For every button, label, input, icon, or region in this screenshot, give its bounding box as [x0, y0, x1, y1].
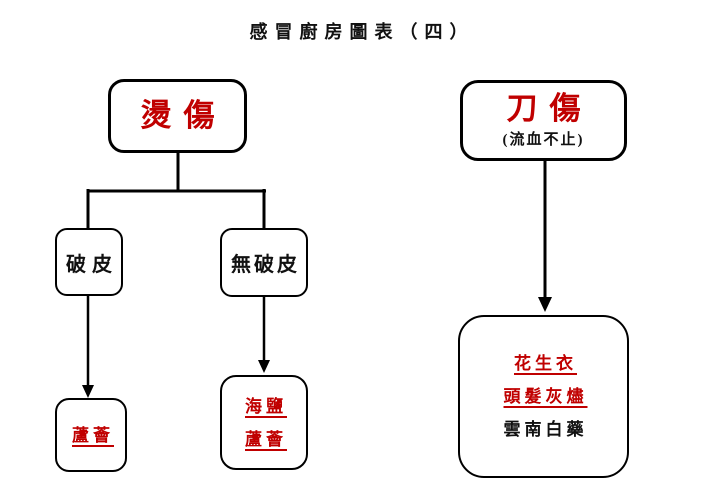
connector-tangshang-split: [86, 152, 266, 228]
arrow-wupopi-to-haiyan: [258, 297, 270, 373]
node-scald-root: 燙傷: [108, 79, 247, 153]
node-cut-subtitle: (流血不止): [502, 132, 585, 149]
remedy-aloe-label: 蘆薈: [72, 425, 114, 445]
arrow-daoshang-to-remedies: [538, 161, 552, 312]
node-cut-remedies: 花生衣 頭髮灰燼 雲南白藥: [458, 315, 629, 478]
remedy-aloe2-label: 蘆薈: [245, 429, 287, 449]
remedy-peanut-skin-label: 花生衣: [514, 354, 577, 373]
node-cut-label: 刀傷: [506, 90, 593, 126]
node-broken-skin: 破皮: [55, 228, 123, 296]
remedy-yunnan-baiyao-label: 雲南白藥: [503, 420, 588, 439]
node-remedy-aloe: 蘆薈: [55, 398, 127, 472]
node-unbroken-skin-label: 無破皮: [231, 254, 300, 276]
node-remedy-seasalt-aloe: 海鹽 蘆薈: [220, 375, 308, 470]
arrow-popi-to-luhui: [82, 296, 94, 398]
node-scald-label: 燙傷: [140, 97, 227, 133]
page-title: 感冒廚房圖表（四）: [249, 22, 475, 42]
node-unbroken-skin: 無破皮: [220, 228, 308, 297]
node-broken-skin-label: 破皮: [66, 253, 118, 276]
remedy-seasalt-label: 海鹽: [245, 396, 287, 416]
node-cut-root: 刀傷 (流血不止): [460, 80, 627, 161]
remedy-hair-ash-label: 頭髮灰燼: [503, 387, 588, 406]
